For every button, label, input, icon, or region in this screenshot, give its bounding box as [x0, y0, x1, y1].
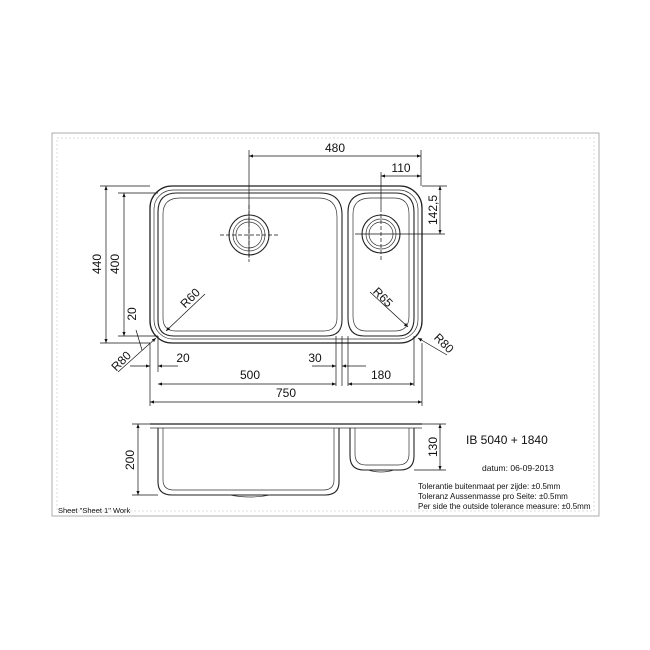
radius-r65-label: R65	[370, 284, 396, 310]
dimension-180-label: 180	[371, 368, 391, 382]
dimension-30-label: 30	[308, 351, 322, 365]
dimension-480-label: 480	[325, 141, 345, 155]
tolerance-note-german: Toleranz Aussenmasse pro Seite: ±0.5mm	[418, 492, 568, 501]
dimension-110: 110	[380, 161, 421, 208]
dimension-180: 180	[348, 368, 414, 386]
dimension-142-5: 142,5	[422, 185, 447, 234]
tolerance-note-english: Per side the outside tolerance measure: …	[418, 502, 591, 511]
model-number: IB 5040 + 1840	[466, 433, 548, 447]
dimension-142-5-label: 142,5	[426, 195, 440, 225]
radius-r80-left-label: R80	[108, 348, 134, 374]
radius-r60-label: R60	[177, 285, 203, 311]
dimension-30: 30	[308, 351, 366, 368]
dimension-400: 400	[108, 192, 158, 337]
dimension-20-left: 20	[125, 307, 143, 351]
dimension-200-label: 200	[123, 450, 137, 470]
radius-r80-left: R80	[108, 337, 157, 374]
dimension-500-label: 500	[240, 368, 260, 382]
dimension-20-left-label: 20	[125, 307, 139, 321]
dimension-500: 500	[158, 368, 336, 386]
dimension-130-label: 130	[426, 437, 440, 457]
dimension-20-bottom: 20	[130, 351, 190, 368]
dimension-480: 480	[248, 141, 422, 258]
sink-side-view	[150, 423, 422, 498]
dimension-110-label: 110	[391, 161, 410, 175]
sink-top-view	[149, 185, 445, 344]
tolerance-note-dutch: Tolerantie buitenmaat per zijde: ±0.5mm	[418, 482, 561, 491]
dimension-200: 200	[123, 423, 158, 496]
radius-r65: R65	[369, 284, 409, 328]
drawing-inner-frame	[56, 137, 595, 512]
radius-r60: R60	[165, 285, 206, 332]
dimension-130: 130	[414, 423, 446, 471]
radius-r80-right: R80	[417, 330, 457, 356]
title-block: IB 5040 + 1840 datum: 06-09-2013 Toleran…	[58, 433, 591, 515]
drawing-date: datum: 06-09-2013	[482, 463, 554, 473]
dimension-750: 750	[150, 386, 422, 404]
dimension-440-label: 440	[90, 254, 104, 274]
drawing-frame	[51, 132, 600, 517]
dimension-440: 440	[90, 185, 150, 344]
sheet-label: Sheet "Sheet 1" Work	[58, 506, 131, 515]
dimension-750-label: 750	[276, 386, 296, 400]
radius-r80-right-label: R80	[431, 330, 457, 356]
dimension-20-bottom-label: 20	[176, 351, 190, 365]
dimension-400-label: 400	[108, 254, 122, 274]
